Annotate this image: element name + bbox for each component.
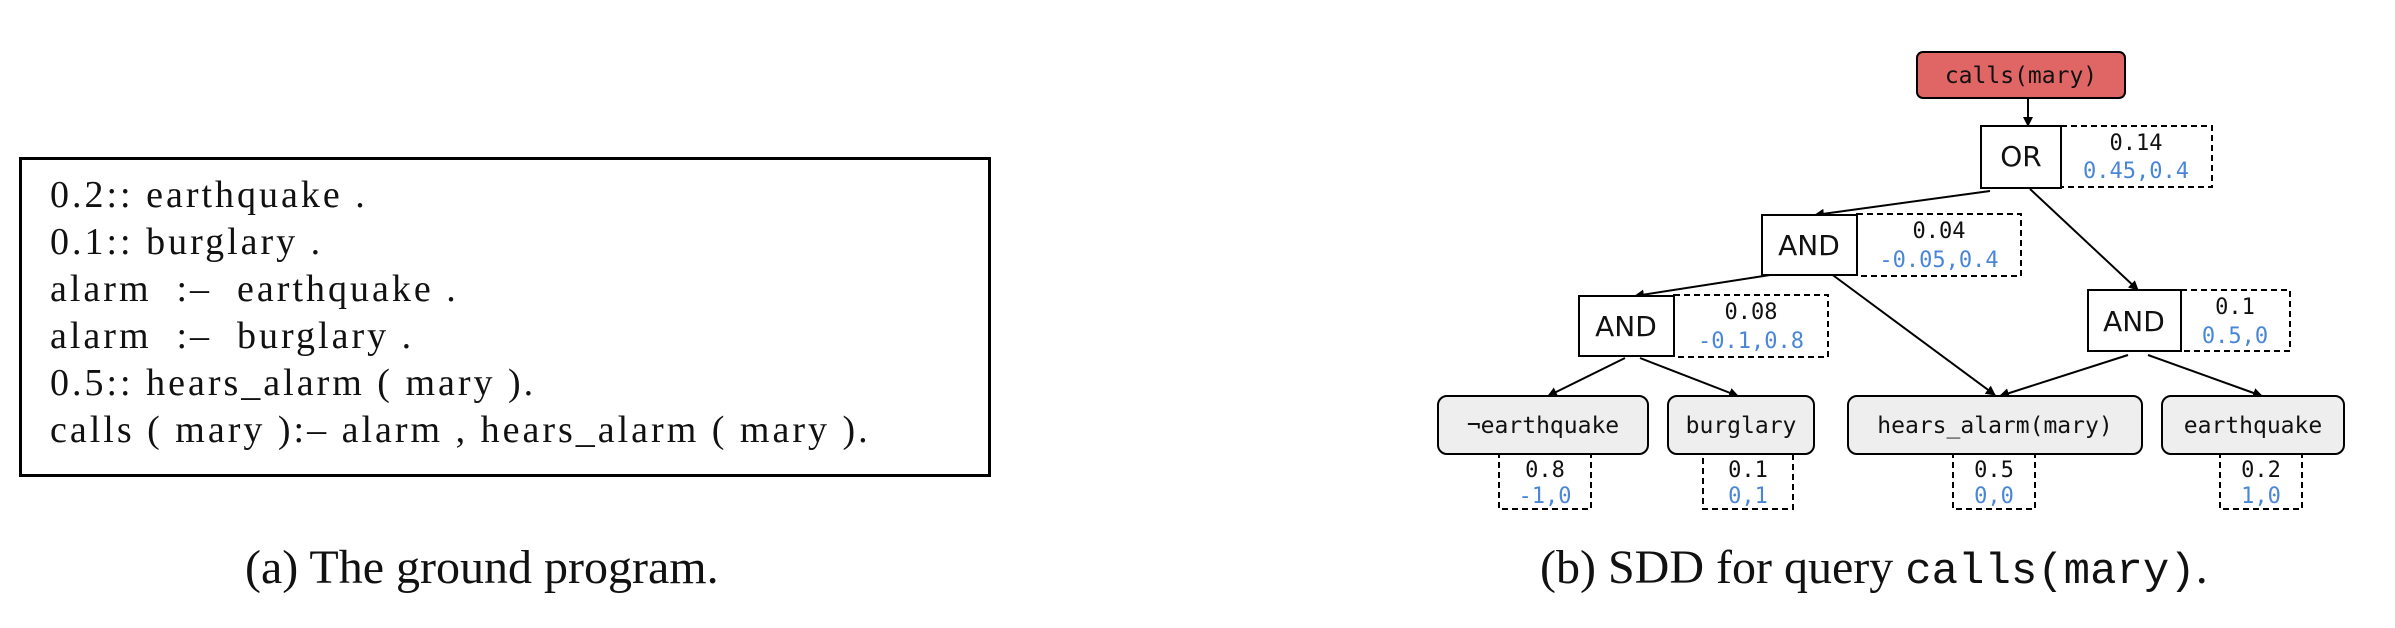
and-node-right-label: AND [2103, 305, 2165, 338]
leaf-probability: 0.5 [1974, 458, 2014, 483]
and-node-right-box [2087, 289, 2182, 352]
caption-sdd-code: calls(mary) [1905, 547, 2196, 597]
leaf-probability: 0.8 [1525, 458, 1565, 483]
or-node-box [1980, 125, 2062, 189]
query-node-box [1916, 51, 2126, 99]
caption-sdd-prefix: (b) SDD for query [1540, 541, 1906, 594]
edge-and-right-earthquake [2147, 354, 2263, 398]
and-node-left-gradient: -0.1,0.8 [1698, 329, 1804, 354]
and-node-left-label: AND [1595, 310, 1657, 343]
and-node-right-gradient: 0.5,0 [2202, 324, 2268, 349]
program-line: alarm :– earthquake . [50, 268, 459, 310]
and-node-right: AND 0.1 0.5,0 [2087, 289, 2291, 352]
leaf-gradient: 0,0 [1974, 484, 2014, 509]
program-line: alarm :– burglary . [50, 315, 415, 357]
leaf-gradient: 1,0 [2241, 484, 2281, 509]
sdd-edges [1547, 98, 2263, 399]
and-node-top-value-box [1856, 213, 2022, 277]
leaf-value-box [1952, 453, 2036, 510]
edge-and-left-neg-earthquake [1547, 357, 1626, 397]
edge-and-top-and-left [1634, 274, 1771, 300]
or-node-label: OR [2000, 140, 2042, 173]
edge-and-left-burglary [1639, 357, 1739, 398]
leaf-value-box [1498, 453, 1592, 510]
edge-and-right-hears-alarm [1999, 354, 2129, 399]
and-node-top-gradient: -0.05,0.4 [1879, 248, 1998, 273]
and-node-left-box [1578, 295, 1675, 357]
leaf-label: earthquake [2184, 413, 2322, 439]
leaf-earthquake: earthquake 0.2 1,0 [2161, 395, 2345, 510]
edge-and-top-hears-alarm [1829, 272, 1996, 396]
leaf-value-box [1702, 453, 1794, 510]
leaf-burglary: burglary 0.1 0,1 [1667, 395, 1815, 510]
leaf-value-box [2219, 453, 2303, 510]
leaf-label: hears_alarm(mary) [1877, 413, 2112, 439]
leaf-hears-alarm: hears_alarm(mary) 0.5 0,0 [1847, 395, 2143, 510]
caption-sdd: (b) SDD for query calls(mary). [1540, 540, 2208, 597]
and-node-left: AND 0.08 -0.1,0.8 [1578, 294, 1829, 358]
leaf-probability: 0.1 [1728, 458, 1768, 483]
program-line: 0.1:: burglary . [50, 221, 324, 263]
and-node-left-probability: 0.08 [1725, 300, 1778, 325]
edge-or-and-top [1814, 190, 1991, 219]
program-line: calls ( mary ):– alarm , hears_alarm ( m… [50, 409, 871, 451]
ground-program-box: 0.2:: earthquake . 0.1:: burglary . alar… [19, 157, 991, 477]
leaf-gradient: -1,0 [1519, 484, 1572, 509]
program-line: 0.2:: earthquake . [50, 174, 368, 216]
edge-or-and-right [2029, 188, 2139, 291]
and-node-right-value-box [2180, 289, 2291, 352]
and-node-top: AND 0.04 -0.05,0.4 [1761, 213, 2022, 277]
caption-ground-program: (a) The ground program. [245, 541, 719, 594]
query-node-label: calls(mary) [1945, 63, 2097, 89]
query-node: calls(mary) [1916, 51, 2126, 99]
program-line: 0.5:: hears_alarm ( mary ). [50, 362, 537, 404]
and-node-right-probability: 0.1 [2215, 295, 2255, 320]
leaf-label: ¬earthquake [1467, 413, 1619, 439]
leaf-label: burglary [1686, 413, 1797, 439]
leaf-gradient: 0,1 [1728, 484, 1768, 509]
or-node-gradient: 0.45,0.4 [2083, 159, 2189, 184]
leaf-neg-earthquake: ¬earthquake 0.8 -1,0 [1437, 395, 1649, 510]
or-node: OR 0.14 0.45,0.4 [1980, 125, 2213, 189]
and-node-left-value-box [1673, 294, 1829, 358]
or-node-probability: 0.14 [2110, 131, 2163, 156]
or-node-value-box [2060, 125, 2213, 188]
caption-sdd-suffix: . [2195, 541, 2208, 594]
leaf-probability: 0.2 [2241, 458, 2281, 483]
and-node-top-label: AND [1778, 229, 1840, 262]
and-node-top-probability: 0.04 [1913, 219, 1966, 244]
leaf-box [1667, 395, 1815, 455]
